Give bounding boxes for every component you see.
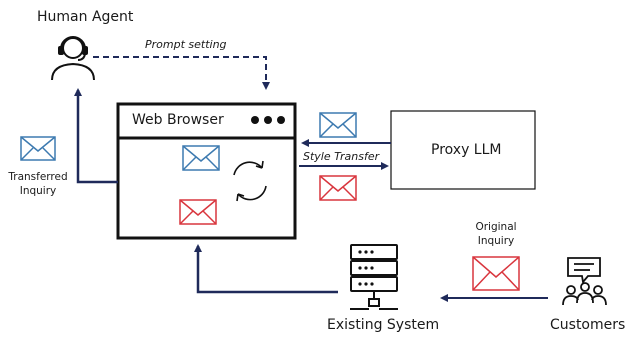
headset-agent-icon [51, 36, 95, 81]
customers-label: Customers [550, 317, 626, 333]
server-icon [350, 244, 398, 310]
original-inquiry-label-line2: Inquiry [477, 235, 515, 247]
prompt-setting-arrow [93, 56, 270, 90]
browser-to-agent-arrow [74, 88, 118, 184]
web-browser-label: Web Browser [132, 112, 224, 128]
original-inquiry-label-line1: Original [475, 221, 517, 233]
transferred-inquiry-label-line2: Inquiry [19, 185, 57, 197]
envelope-icon [182, 145, 220, 171]
envelope-icon [472, 256, 520, 291]
proxy-llm-box [390, 110, 536, 190]
envelope-icon [20, 136, 56, 161]
style-transfer-label: Style Transfer [303, 150, 380, 163]
refresh-cycle-icon [233, 160, 267, 202]
envelope-icon [319, 112, 357, 138]
browser-dot-3 [277, 116, 285, 124]
browser-dot-1 [251, 116, 259, 124]
proxy-llm-label: Proxy LLM [431, 142, 502, 158]
existing-system-label: Existing System [327, 317, 440, 333]
system-to-browser-arrow [194, 244, 338, 294]
browser-dot-2 [264, 116, 272, 124]
transferred-inquiry-label-line1: Transferred [8, 171, 68, 183]
envelope-icon [179, 199, 217, 225]
prompt-setting-label: Prompt setting [145, 38, 227, 51]
chat-group-icon [562, 257, 607, 306]
envelope-icon [319, 175, 357, 201]
human-agent-label: Human Agent [37, 9, 134, 25]
